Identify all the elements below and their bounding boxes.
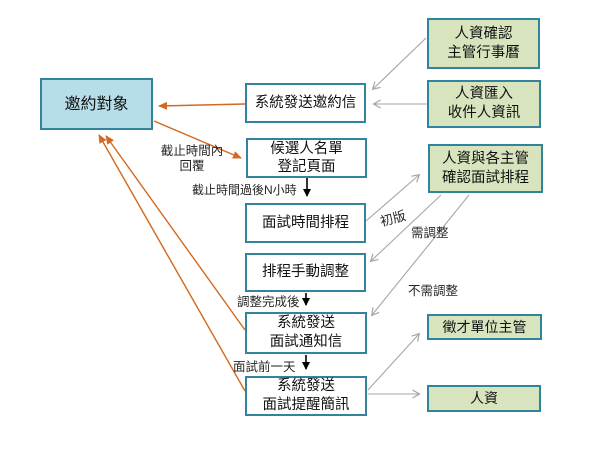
label-after-deadline-n-hours: 截止時間過後N小時 (192, 183, 297, 197)
label-reply-within-deadline: 截止時間內 回覆 (160, 144, 224, 173)
box-hr-managers-confirm: 人資與各主管 確認面試排程 (428, 144, 543, 193)
arrow-target-to-candidate-page (153, 120, 242, 159)
box-send-invite: 系統發送邀約信 (245, 83, 366, 123)
label-day-before-interview: 面試前一天 (233, 360, 296, 374)
box-send-reminder: 系統發送 面試提醒簡訊 (245, 376, 367, 416)
arrow-calendar-to-invite (373, 37, 427, 89)
box-invite-target: 邀約對象 (40, 78, 153, 130)
arrow-invite-to-target (158, 101, 246, 110)
box-hr-import-recipients: 人資匯入 收件人資訊 (427, 80, 541, 128)
box-recruiting-manager: 徵才單位主管 (427, 314, 542, 340)
box-hr-confirm-calendar: 人資確認 主管行事曆 (427, 18, 540, 69)
box-interview-schedule: 面試時間排程 (245, 203, 366, 243)
arrow-notice-to-target (105, 135, 246, 331)
box-candidate-page: 候選人名單 登記頁面 (246, 138, 367, 178)
arrow-confirm-to-notice (372, 194, 470, 315)
arrow-confirm-to-manual-adjust (371, 194, 442, 261)
arrow-reminder-to-target (98, 134, 246, 392)
label-no-adjust: 不需調整 (408, 284, 459, 298)
arrow-schedule-to-confirm (365, 175, 419, 222)
box-hr: 人資 (427, 385, 541, 412)
label-after-adjust-done: 調整完成後 (237, 295, 300, 309)
box-manual-adjust: 排程手動調整 (245, 253, 366, 292)
box-send-notice: 系統發送 面試通知信 (245, 312, 367, 354)
label-need-adjust: 需調整 (411, 226, 449, 240)
arrow-reminder-to-manager (367, 334, 419, 391)
